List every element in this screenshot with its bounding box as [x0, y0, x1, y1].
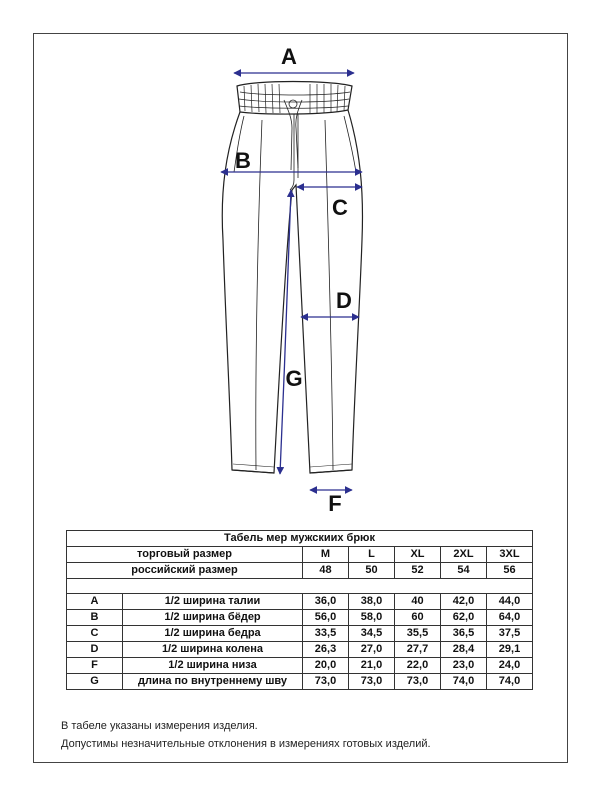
size-table: Табель мер мужскиих брюк торговый размер…	[66, 530, 533, 690]
row-code: C	[66, 625, 123, 642]
row-value: 29,1	[486, 641, 533, 658]
label-c: C	[332, 195, 348, 220]
row-value: 56,0	[302, 609, 349, 626]
row-code: D	[66, 641, 123, 658]
table-row: G длина по внутреннему шву 73,0 73,0 73,…	[66, 673, 533, 690]
ru-size-label: российский размер	[66, 562, 303, 579]
note-line-1: В табеле указаны измерения изделия.	[61, 720, 258, 732]
row-value: 60	[394, 609, 441, 626]
row-code: B	[66, 609, 123, 626]
label-g: G	[285, 366, 302, 391]
label-b: B	[235, 148, 251, 173]
row-value: 44,0	[486, 593, 533, 610]
trousers-outline	[221, 99, 364, 474]
ru-size-row: российский размер 48 50 52 54 56	[66, 562, 533, 579]
row-value: 64,0	[486, 609, 533, 626]
table-row: A 1/2 ширина талии 36,0 38,0 40 42,0 44,…	[66, 593, 533, 610]
ru-size: 56	[486, 562, 533, 579]
row-value: 34,5	[348, 625, 395, 642]
label-d: D	[336, 288, 352, 313]
label-a: A	[281, 44, 297, 69]
row-code: G	[66, 673, 123, 690]
row-name: длина по внутреннему шву	[122, 673, 303, 690]
row-value: 36,0	[302, 593, 349, 610]
row-value: 74,0	[486, 673, 533, 690]
row-value: 22,0	[394, 657, 441, 674]
row-value: 23,0	[440, 657, 487, 674]
ru-size: 54	[440, 562, 487, 579]
row-value: 73,0	[302, 673, 349, 690]
row-code: F	[66, 657, 123, 674]
row-code: A	[66, 593, 123, 610]
ru-size: 52	[394, 562, 441, 579]
label-f: F	[328, 491, 341, 516]
row-value: 42,0	[440, 593, 487, 610]
table-row: D 1/2 ширина колена 26,3 27,0 27,7 28,4 …	[66, 641, 533, 658]
row-name: 1/2 ширина низа	[122, 657, 303, 674]
row-value: 26,3	[302, 641, 349, 658]
page-frame	[33, 33, 568, 763]
row-value: 33,5	[302, 625, 349, 642]
row-value: 27,7	[394, 641, 441, 658]
size-header: 2XL	[440, 546, 487, 563]
size-header: L	[348, 546, 395, 563]
measure-g-line	[276, 189, 295, 475]
table-spacer	[66, 578, 533, 594]
row-value: 24,0	[486, 657, 533, 674]
row-value: 36,5	[440, 625, 487, 642]
trade-size-label: торговый размер	[66, 546, 303, 563]
table-title: Табель мер мужскиих брюк	[66, 530, 533, 547]
table-row: F 1/2 ширина низа 20,0 21,0 22,0 23,0 24…	[66, 657, 533, 674]
row-value: 73,0	[394, 673, 441, 690]
row-value: 20,0	[302, 657, 349, 674]
note-line-2: Допустимы незначительные отклонения в из…	[61, 738, 431, 750]
row-name: 1/2 ширина бёдер	[122, 609, 303, 626]
measure-lines	[220, 69, 363, 494]
row-value: 27,0	[348, 641, 395, 658]
row-name: 1/2 ширина талии	[122, 593, 303, 610]
row-value: 62,0	[440, 609, 487, 626]
trousers-diagram: A B C D G F	[220, 44, 364, 516]
row-value: 21,0	[348, 657, 395, 674]
row-value: 40	[394, 593, 441, 610]
ru-size: 50	[348, 562, 395, 579]
row-value: 35,5	[394, 625, 441, 642]
waistband	[236, 80, 353, 115]
table-row: B 1/2 ширина бёдер 56,0 58,0 60 62,0 64,…	[66, 609, 533, 626]
row-value: 58,0	[348, 609, 395, 626]
row-value: 74,0	[440, 673, 487, 690]
size-header: M	[302, 546, 349, 563]
row-value: 28,4	[440, 641, 487, 658]
table-row: C 1/2 ширина бедра 33,5 34,5 35,5 36,5 3…	[66, 625, 533, 642]
row-name: 1/2 ширина бедра	[122, 625, 303, 642]
row-value: 73,0	[348, 673, 395, 690]
row-value: 38,0	[348, 593, 395, 610]
size-header: XL	[394, 546, 441, 563]
row-value: 37,5	[486, 625, 533, 642]
ru-size: 48	[302, 562, 349, 579]
size-header: 3XL	[486, 546, 533, 563]
row-name: 1/2 ширина колена	[122, 641, 303, 658]
trade-size-row: торговый размер M L XL 2XL 3XL	[66, 546, 533, 563]
